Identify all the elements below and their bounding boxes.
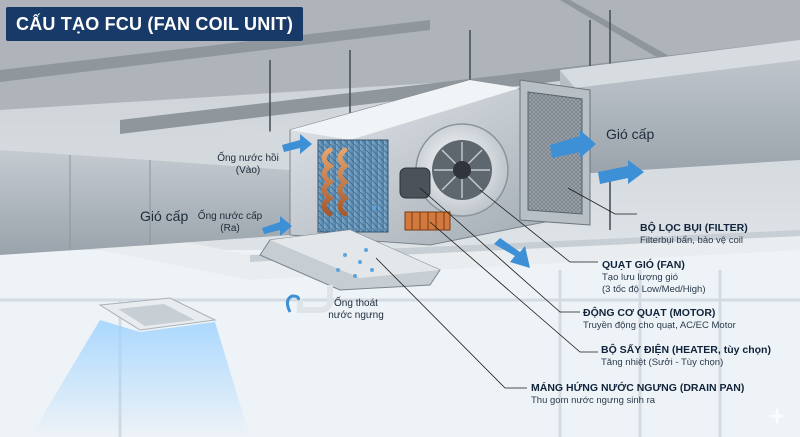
annotation-drain-pan: MÁNG HỨNG NƯỚC NGƯNG (DRAIN PAN) Thu gom…: [531, 382, 744, 407]
leader-lines: [375, 187, 637, 389]
page-title: CẤU TẠO FCU (FAN COIL UNIT): [6, 7, 304, 41]
annotation-heater: BỘ SẤY ĐIỆN (HEATER, tùy chọn) Tăng nhiệ…: [601, 344, 771, 369]
supply-pipe-label: Ống nước cấp (Ra): [197, 211, 263, 234]
air-supply-left-label: Gió cấp: [140, 208, 189, 224]
annotation-filter: BỘ LỌC BỤI (FILTER) Filterbụi bẩn, bảo v…: [640, 222, 748, 247]
drain-pipe-label: Ống thoát nước ngưng: [328, 298, 384, 321]
annotation-title: MÁNG HỨNG NƯỚC NGƯNG (DRAIN PAN): [531, 382, 745, 394]
annotation-desc: Filterbụi bẩn, bảo vệ coil: [640, 235, 743, 246]
annotation-fan: QUẠT GIÓ (FAN) Tạo lưu lượng gió (3 tốc …: [602, 259, 706, 296]
annotation-title: QUẠT GIÓ (FAN): [602, 259, 685, 271]
annotation-desc: (3 tốc độ Low/Med/High): [602, 284, 706, 295]
annotation-desc: Tăng nhiệt (Sưởi - Tùy chọn): [601, 357, 724, 368]
annotation-desc: Tạo lưu lượng gió: [602, 272, 678, 283]
return-pipe-label: Ống nước hồi (Vào): [217, 153, 279, 176]
annotation-desc: Thu gom nước ngưng sinh ra: [531, 395, 656, 406]
annotation-title: BỘ LỌC BỤI (FILTER): [640, 222, 748, 234]
sparkle-icon: [766, 405, 788, 427]
airflow-arrows: [262, 130, 644, 313]
annotation-desc: Truyền động cho quạt, AC/EC Motor: [583, 320, 736, 331]
fan-motor: [399, 167, 431, 199]
annotation-motor: ĐỘNG CƠ QUẠT (MOTOR) Truyền động cho quạ…: [583, 307, 736, 332]
annotation-title: ĐỘNG CƠ QUẠT (MOTOR): [583, 307, 716, 319]
air-supply-right-label: Gió cấp: [606, 126, 655, 142]
annotation-title: BỘ SẤY ĐIỆN (HEATER, tùy chọn): [601, 344, 771, 356]
